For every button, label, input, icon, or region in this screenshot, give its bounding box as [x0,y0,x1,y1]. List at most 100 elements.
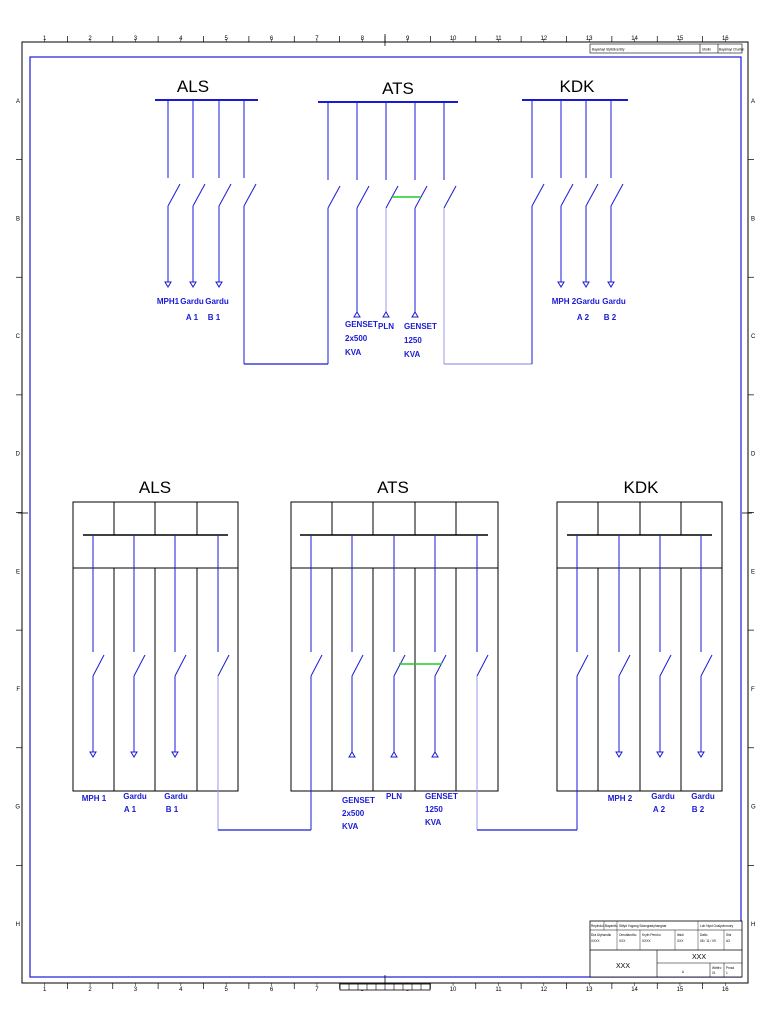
ruler-row-label: B [16,216,20,222]
top-label-gardu-a1-l2: A 1 [186,313,199,322]
ruler-col-label: 1 [43,987,47,993]
ruler-col-label: 2 [88,987,92,993]
ruler-col-label: 1 [43,36,47,42]
ruler-col-label: 5 [225,987,229,993]
ruler-col-label: 4 [179,36,183,42]
bottom-label-mph2: MPH 2 [608,794,633,803]
ruler-col-label: 12 [540,36,547,42]
tb-center-right-bottom: A [682,970,685,974]
bottom-label-gardu-a2-l1: Gardu [651,792,675,801]
ruler-row-label: E [751,569,755,575]
bottom-label-gardu-b2-l2: B 2 [692,805,705,814]
tb-corner-b: Prvsd [726,966,734,970]
bottom-label-genset1250-l2: 1250 [425,805,443,814]
bottom-title-block: Repindul Bayantlu Sttlyd Yogang Sdangrad… [589,920,743,978]
ruler-col-label: 2 [88,36,92,42]
top-label-mph2: MPH 2 [552,297,577,306]
ruler-col-label: 11 [495,987,502,993]
top-kdk-title: KDK [560,77,596,96]
top-kdk-feeders [531,100,624,364]
bottom-label-gardu-b1-l1: Gardu [164,792,188,801]
top-label-gardu-b1-l2: B 1 [208,313,221,322]
tb-val-1: XXX [619,939,626,943]
ruler-col-label: 12 [540,987,547,993]
ruler-col-label: 14 [631,36,638,42]
top-als-title: ALS [177,77,209,96]
ruler-col-label: 7 [315,987,319,993]
tb-sub-3: Ibtuli [677,933,684,937]
top-label-gardu-a2-l1: Gardu [576,297,600,306]
outer-border [21,41,749,984]
tb-center-left: XXX [616,963,630,970]
tb-sub-4: Datlu [700,933,708,937]
bottom-label-gardu-b2-l1: Gardu [691,792,715,801]
top-title-right: Bayarlayi Chartan [719,48,745,52]
top-title-left: Bayarlayi Stylisticentity [592,48,625,52]
ruler-col-label: 8 [361,36,365,42]
top-diagram: ALS ATS KDK [155,77,628,365]
top-label-genset500-l1: GENSET [345,320,378,329]
ruler-col-label: 14 [631,987,638,993]
bottom-ats-feeders [310,535,489,830]
inner-frame [29,56,742,978]
bottom-label-gardu-a1-l1: Gardu [123,792,147,801]
top-label-genset500-l3: KVA [345,348,362,357]
ruler-col-label: 6 [270,36,274,42]
ruler-col-label: 6 [270,987,274,993]
tb-val-5: A3 [726,939,730,943]
bottom-label-gardu-b1-l2: B 1 [166,805,179,814]
top-label-genset1250-l3: KVA [404,350,421,359]
top-label-genset1250-l1: GENSET [404,322,437,331]
top-label-gardu-b2-l1: Gardu [602,297,626,306]
ruler-row-label: B [751,216,755,222]
ruler-col-label: 5 [225,36,229,42]
bottom-diagram: ALS ATS KDK [72,478,723,831]
ruler-row-label: E [16,569,20,575]
bottom-label-genset1250-l1: GENSET [425,792,458,801]
ruler-col-label: 3 [134,36,138,42]
top-title-block: Bayarlayi Stylisticentity Ubelin Bayarla… [589,43,745,54]
top-label-gardu-b2-l2: B 2 [604,313,617,322]
tb-header-1: Bayantlu [605,924,618,928]
tb-sub-5: Sitz [726,933,732,937]
bottom-label-genset500-l2: 2x500 [342,809,365,818]
top-label-pln: PLN [378,322,394,331]
top-labels: MPH1 Gardu A 1 Gardu B 1 GENSET 2x500 KV… [157,297,626,359]
ruler-row-label: A [751,99,755,105]
tb-corner-b-value: 1 [726,971,728,975]
top-label-gardu-a1-l1: Gardu [180,297,204,306]
ruler-row-label: A [16,99,20,105]
tb-val-2: XXXX [642,939,651,943]
top-als-feeders [164,100,257,364]
ruler-row-label: D [16,452,21,458]
tb-corner-a: Wtrlfro [712,966,722,970]
ruler-col-label: 16 [722,987,729,993]
ruler-col-label: 15 [677,36,684,42]
tb-sub-1: Omutlandhu [619,933,637,937]
tb-val-3: XXX [677,939,684,943]
tb-header-3: Lob Nyst Guslyohonory [700,924,734,928]
bottom-ats-cabinet [290,501,499,792]
tb-val-4: 08 / 11 / 09 [700,939,716,943]
bottom-label-genset500-l3: KVA [342,822,359,831]
bottom-ats-title: ATS [377,478,409,497]
top-ats-title: ATS [382,79,414,98]
tb-header-0: Repindul [591,924,604,928]
bottom-als-title: ALS [139,478,171,497]
bottom-kdk-feeders [576,535,713,830]
tb-sub-2: Kryth Peruhu [642,933,661,937]
scale-bar-ticks [348,984,422,990]
ruler-row-label: C [751,334,756,340]
bottom-als-feeders [89,535,230,830]
top-title-mid: Ubelin [702,48,711,52]
ruler-row-label: G [751,805,756,811]
bottom-label-genset500-l1: GENSET [342,796,375,805]
ruler-col-label: 10 [450,987,457,993]
bottom-label-genset1250-l3: KVA [425,818,442,827]
bottom-kdk-cabinet [556,501,723,792]
ruler-col-label: 13 [586,987,593,993]
ruler-row-label: G [15,805,20,811]
bottom-label-mph1: MPH 1 [82,794,107,803]
ruler-col-label: 9 [406,36,410,42]
top-label-genset1250-l2: 1250 [404,336,422,345]
